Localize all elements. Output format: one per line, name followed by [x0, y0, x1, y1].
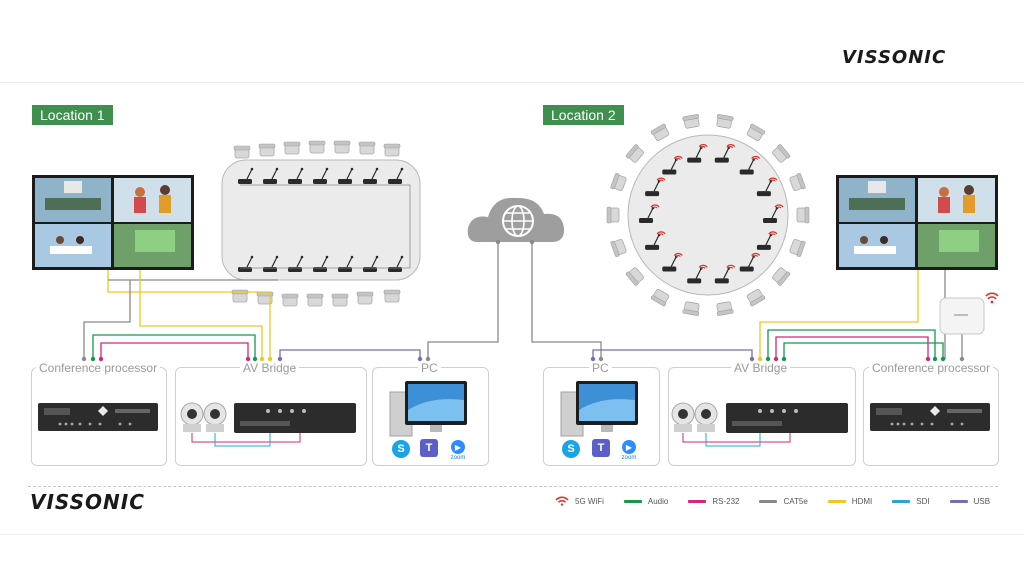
legend-label: RS-232 — [712, 496, 740, 506]
legend-item-cat5e: CAT5e — [759, 496, 808, 506]
video-wall-2 — [836, 175, 998, 270]
chair — [609, 237, 628, 258]
brand-logo-bottom: VISSONIC — [30, 490, 145, 514]
av-bridge-2-device — [671, 402, 848, 447]
legend-item-wifi: 5G WiFi — [555, 496, 604, 506]
av-bridge-2-label: AV Bridge — [731, 361, 791, 375]
cloud-internet-icon — [467, 197, 565, 242]
footer-divider — [28, 486, 998, 487]
legend-item-usb: USB — [949, 496, 991, 506]
av-bridge-1-label: AV Bridge — [240, 361, 300, 375]
zoom-caption: zoom — [621, 455, 637, 461]
teams-icon: T — [592, 439, 610, 457]
legend-swatch — [623, 499, 642, 503]
cable-connectors — [81, 239, 965, 362]
legend-label: SDI — [916, 496, 930, 506]
conference-processor-1-device — [38, 403, 158, 431]
bottom-divider — [0, 534, 1024, 535]
legend-swatch — [688, 499, 707, 503]
legend-label: USB — [973, 496, 991, 506]
chair — [625, 143, 646, 165]
brand-logo-top: VISSONIC — [842, 47, 947, 68]
conference-processor-2-device — [870, 403, 990, 431]
legend-item-sdi: SDI — [892, 496, 930, 506]
av-bridge-1-device — [180, 402, 356, 447]
chair — [745, 287, 766, 307]
legend-item-rs232: RS-232 — [688, 497, 739, 506]
legend: 5G WiFi Audio RS-232 CAT5e HDMI SDI USB — [555, 496, 990, 506]
legend-swatch — [949, 499, 968, 503]
header-divider — [0, 82, 1024, 83]
location-1-tag: Location 1 — [32, 105, 113, 125]
chair — [770, 265, 791, 287]
wireless-access-point-icon — [939, 292, 999, 335]
legend-item-audio: Audio — [623, 496, 669, 506]
pc-1-computer-icon — [389, 381, 467, 437]
conference-processor-1-label: Conference processor — [36, 361, 161, 375]
chair — [609, 172, 628, 193]
chair — [715, 300, 734, 317]
location-2-tag: Location 2 — [543, 105, 624, 125]
chair — [606, 206, 620, 224]
conference-table-1 — [221, 140, 421, 307]
legend-label: CAT5e — [783, 496, 808, 506]
legend-label: Audio — [647, 496, 669, 506]
legend-label: HDMI — [851, 496, 873, 506]
video-wall-1 — [32, 175, 194, 270]
zoom-caption: zoom — [450, 455, 466, 461]
chair — [745, 123, 766, 143]
conference-processor-2-label: Conference processor — [869, 361, 994, 375]
chair — [650, 287, 671, 307]
chair — [788, 172, 807, 193]
skype-icon: S — [562, 440, 580, 458]
pc-2-label: PC — [589, 361, 612, 375]
chair — [682, 300, 701, 317]
chair — [715, 113, 734, 130]
chair — [650, 123, 671, 143]
chair — [625, 265, 646, 287]
conference-table-2 — [606, 113, 810, 317]
chair — [770, 143, 791, 165]
chair — [682, 113, 701, 130]
pc-2-computer-icon — [560, 381, 638, 437]
legend-item-hdmi: HDMI — [827, 496, 873, 506]
teams-icon: T — [420, 439, 438, 457]
chair — [796, 206, 810, 224]
skype-icon: S — [392, 440, 410, 458]
legend-swatch — [892, 499, 911, 503]
zoom-icon: ▶ — [451, 440, 465, 454]
pc-1-label: PC — [418, 361, 441, 375]
legend-swatch — [759, 499, 778, 503]
chair — [788, 237, 807, 258]
legend-swatch — [827, 499, 846, 503]
wifi-icon — [555, 496, 569, 506]
legend-label: 5G WiFi — [575, 496, 604, 506]
cable-lines — [83, 242, 963, 359]
zoom-icon: ▶ — [622, 440, 636, 454]
